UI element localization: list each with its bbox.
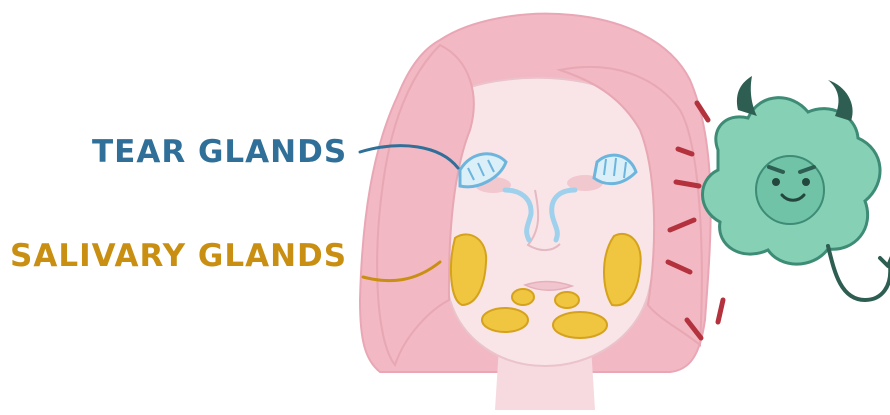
pathogen-tail-tip [880,254,890,266]
pathogen-eye-right [802,178,810,186]
submandibular-gland-left [482,308,528,332]
pathogen-eye-left [772,178,780,186]
tear-glands-label: TEAR GLANDS [92,134,347,170]
sublingual-gland-right [555,292,579,308]
sublingual-gland-left [512,289,534,305]
pathogen-tail [828,246,890,300]
submandibular-gland-right [553,312,607,338]
pathogen-horn-left [737,76,757,116]
salivary-glands-label: SALIVARY GLANDS [10,238,347,274]
pathogen [702,76,890,300]
